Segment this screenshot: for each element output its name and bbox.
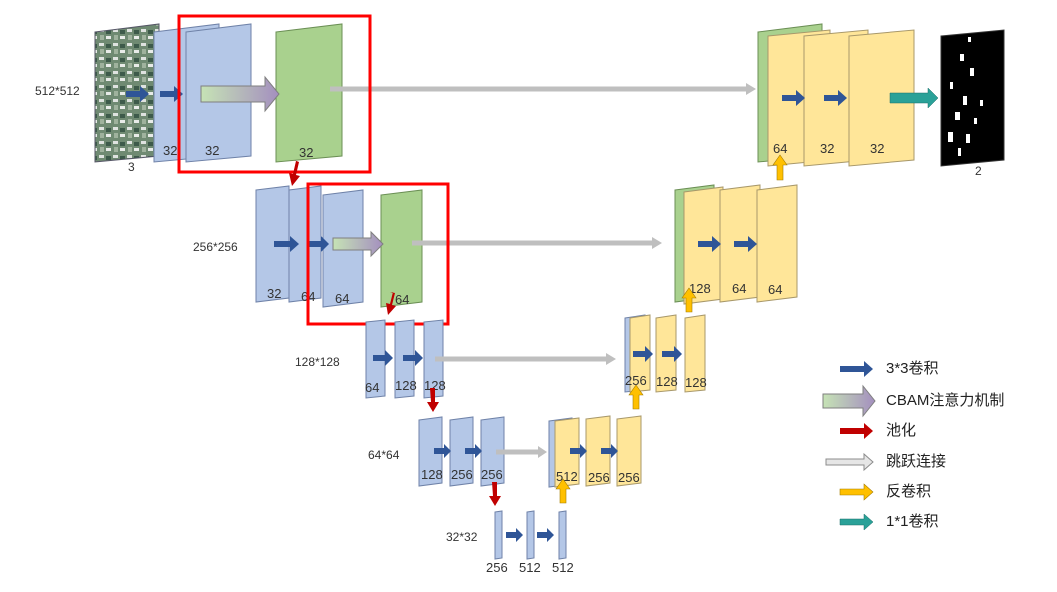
- deconv-arrow: [555, 478, 571, 504]
- conv-arrow: [465, 444, 482, 458]
- skip-arrowhead: [606, 353, 616, 365]
- legend-conv1-label: 1*1卷积: [886, 513, 939, 530]
- dec3-c1-label: 256: [625, 373, 647, 388]
- skip-arrowhead: [538, 446, 547, 458]
- enc3-c1-label: 64: [365, 380, 379, 395]
- res-256: 256*256: [193, 240, 238, 254]
- conv-arrow: [633, 346, 653, 362]
- pool-arrow: [289, 160, 300, 186]
- enc4-c2-label: 256: [451, 467, 473, 482]
- legend-pool-icon: [840, 423, 873, 439]
- enc4-block-1: [418, 416, 443, 487]
- conv-arrow: [403, 350, 423, 366]
- legend-conv1-icon: [839, 513, 874, 531]
- legend-cbam-icon: [822, 384, 876, 418]
- legend-deconv-label: 反卷积: [886, 483, 932, 500]
- dec3-c2-label: 128: [656, 374, 678, 389]
- legend-skip-label: 跳跃连接: [886, 453, 947, 470]
- skip-arrowhead: [746, 83, 756, 95]
- output-mask: [940, 29, 1005, 167]
- cbam-arrow: [200, 75, 280, 113]
- enc3-block-3: [423, 319, 444, 399]
- deconv-arrow: [628, 384, 644, 410]
- deconv-arrow: [772, 154, 788, 181]
- enc2-c3-label: 64: [335, 291, 349, 306]
- legend-skip-icon: [825, 452, 874, 472]
- dec3-c3-label: 128: [685, 375, 707, 390]
- conv-arrow: [537, 528, 554, 542]
- dec4-c3-label: 256: [618, 470, 640, 485]
- dec4-block-1: [554, 417, 580, 488]
- enc4-block-3: [480, 416, 505, 487]
- legend-pool-label: 池化: [886, 422, 917, 439]
- dec3-block-3: [684, 314, 706, 393]
- res-128: 128*128: [295, 355, 340, 369]
- pool-arrow: [489, 482, 501, 506]
- conv-arrow: [662, 346, 682, 362]
- dec1-c3-label: 32: [870, 141, 884, 156]
- enc1-c2-label: 32: [205, 143, 219, 158]
- enc5-c3-label: 512: [552, 560, 574, 575]
- dec4-block-3: [616, 415, 642, 487]
- legend-cbam-label: CBAM注意力机制: [886, 392, 1005, 409]
- dec4-c1-label: 512: [556, 469, 578, 484]
- dec4-c2-label: 256: [588, 470, 610, 485]
- conv-arrow: [309, 236, 329, 252]
- enc2-attention-block: [380, 189, 423, 308]
- enc5-block-3: [558, 510, 567, 560]
- dec2-c3-label: 64: [768, 282, 782, 297]
- cbam-highlight-box: [177, 14, 372, 174]
- enc5-block-1: [494, 510, 503, 560]
- conv-arrow: [824, 90, 847, 106]
- conv-arrow: [506, 528, 523, 542]
- enc5-c1-label: 256: [486, 560, 508, 575]
- enc5-block-2: [526, 510, 535, 560]
- conv-arrow: [698, 236, 721, 252]
- dec4-block-2: [585, 415, 611, 487]
- enc5-c2-label: 512: [519, 560, 541, 575]
- enc1-c1-label: 32: [163, 143, 177, 158]
- legend-conv3-icon: [840, 361, 873, 377]
- conv-arrow: [160, 86, 183, 102]
- dec2-c1-label: 128: [689, 281, 711, 296]
- conv-arrow: [782, 90, 805, 106]
- enc3-c3-label: 128: [424, 378, 446, 393]
- enc4-c3-label: 256: [481, 467, 503, 482]
- dec1-c1-label: 64: [773, 141, 787, 156]
- output-channels-label: 2: [975, 164, 982, 178]
- legend-deconv-icon: [839, 483, 874, 501]
- enc2-block-2: [288, 185, 322, 303]
- conv1x1-arrow: [889, 87, 939, 109]
- dec1-block-3: [848, 29, 915, 167]
- dec2-c2-label: 64: [732, 281, 746, 296]
- conv-arrow: [373, 350, 393, 366]
- skip-arrowhead: [652, 237, 662, 249]
- res-512: 512*512: [35, 84, 80, 98]
- enc1-input-label: 3: [128, 160, 135, 174]
- conv-arrow: [734, 236, 757, 252]
- cbam-arrow: [332, 230, 384, 258]
- mask-segments: [948, 37, 983, 156]
- dec2-block-3: [756, 184, 798, 303]
- res-32: 32*32: [446, 530, 478, 544]
- conv-arrow: [570, 444, 587, 458]
- res-64: 64*64: [368, 448, 400, 462]
- enc2-attn-label: 64: [395, 292, 409, 307]
- conv-arrow: [434, 444, 451, 458]
- conv-arrow: [274, 236, 299, 252]
- pool-arrow: [427, 388, 439, 412]
- enc1-attention-block: [275, 23, 343, 163]
- enc1-attn-label: 32: [299, 145, 313, 160]
- dec1-c2-label: 32: [820, 141, 834, 156]
- enc4-block-2: [449, 416, 474, 487]
- enc2-c1-label: 32: [267, 286, 281, 301]
- legend-conv3-label: 3*3卷积: [886, 360, 939, 377]
- pool-arrow: [386, 292, 396, 315]
- enc3-c2-label: 128: [395, 378, 417, 393]
- conv-arrow: [126, 86, 149, 102]
- deconv-arrow: [681, 287, 697, 313]
- enc4-c1-label: 128: [421, 467, 443, 482]
- conv-arrow: [601, 444, 618, 458]
